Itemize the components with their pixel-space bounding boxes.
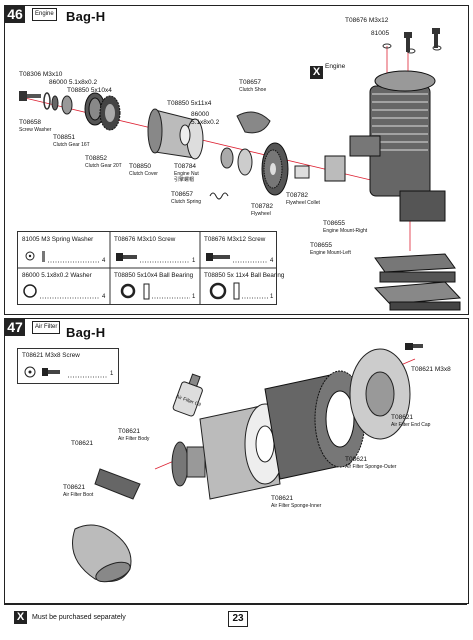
parts-grid (24, 366, 108, 378)
callout-t08782a-sub: Flywheel (251, 211, 271, 217)
callout-t08657a-sub: Clutch Shoe (239, 87, 267, 93)
step-number: 47 (5, 319, 25, 336)
callout-t08621-inner-sub: Air Filter Sponge-Inner (271, 503, 322, 509)
bag-label: Bag-H (66, 9, 106, 24)
oil-bottle-icon (172, 373, 203, 417)
part-86000-label: 86000 5.1x8x0.2 Washer (22, 272, 92, 279)
part-t08850-5x10x4-label: T08850 5x10x4 Ball Bearing (114, 272, 194, 279)
callout-t08621-inner: T08621 (271, 495, 294, 502)
callout-t08784-sub2: 引擎螺帽 (174, 177, 195, 183)
callout-t08658-sub: Screw Washer (19, 127, 52, 133)
callout-t08621-screw: T08621 M3x8 (411, 366, 451, 373)
callout-t08782a: T08782 (251, 203, 274, 210)
part-86000-qty: 4 (102, 294, 106, 300)
step-number: 46 (5, 6, 25, 23)
part-t08676-m3x10-label: T08676 M3x10 Screw (114, 236, 176, 243)
part-t08850-5x11x4-label: T08850 5x 11x4 Ball Bearing (204, 272, 285, 279)
parts-grid (18, 232, 276, 304)
callout-t08852-sub: Clutch Gear 20T (85, 163, 122, 169)
air-filter-boot-icon (72, 468, 141, 583)
callout-t08621-cap-sub: Air Filter End Cap (391, 422, 431, 428)
callout-t08851-sub: Clutch Gear 16T (53, 142, 90, 148)
part-t08850-5x11x4-qty: 1 (270, 294, 274, 300)
part-t08621-label: T08621 M3x8 Screw (22, 352, 80, 359)
callout-t08621-outer-sub: Air Filter Sponge-Outer (345, 464, 397, 470)
flywheel-icon (261, 142, 289, 196)
callout-t08850c: T08850 (129, 163, 152, 170)
callout-t08621-left: T08621 (71, 440, 94, 447)
air-filter-body-icon (171, 441, 206, 487)
parts-list-46: 81005 M3 Spring Washer 4 T08676 M3x10 Sc… (17, 231, 284, 305)
part-t08676-m3x12-label: T08676 M3x12 Screw (204, 236, 266, 243)
callout-t08621-boot: T08621 (63, 484, 86, 491)
part-t08850-5x10x4-qty: 1 (192, 294, 196, 300)
callout-t08657b: T08657 (171, 191, 194, 198)
end-cap-icon (349, 348, 411, 440)
part-81005-label: 81005 M3 Spring Washer (22, 236, 94, 243)
callout-t08306: T08306 M3x10 (19, 71, 63, 78)
screw-icon (405, 343, 423, 350)
page-number: 23 (228, 611, 248, 627)
callout-t08850b: T08850 5x11x4 (167, 100, 212, 107)
step-tag: Engine (32, 8, 57, 21)
bag-label: Bag-H (66, 325, 106, 340)
part-t08676-m3x10-qty: 1 (192, 258, 196, 264)
callout-t08784: T08784 (174, 163, 197, 170)
callout-t08657a: T08657 (239, 79, 262, 86)
callout-t08621-boot-sub: Air Filter Boot (63, 492, 94, 498)
callout-t08784-sub1: Engine Nut (174, 171, 199, 177)
engine-label: Engine (325, 63, 346, 70)
step-tag: Air Filter (32, 321, 61, 334)
callout-t08850a: T08850 5x10x4 (67, 87, 112, 94)
callout-t08655b: T08655 (310, 242, 333, 249)
screw-icon (19, 91, 41, 101)
callout-81005-top: 81005 (371, 30, 390, 37)
part-81005-qty: 4 (102, 258, 106, 264)
step-46-panel: 46 Engine Bag-H (4, 5, 469, 315)
callout-t08852: T08852 (85, 155, 108, 162)
callout-t08621-body: T08621 (118, 428, 141, 435)
callout-t08621-outer: T08621 (345, 456, 368, 463)
parts-list-47: T08621 M3x8 Screw 1 (17, 348, 119, 384)
engine-exploded-diagram (19, 28, 462, 311)
callout-t08655b-sub: Engine Mount-Left (310, 250, 351, 256)
callout-t08657b-sub: Clutch Spring (171, 199, 202, 205)
must-buy-mark: X (310, 66, 323, 79)
callout-t08658: T08658 (19, 119, 42, 126)
clutch-gear-icon (84, 92, 121, 131)
callout-86000b-1: 86000 (191, 111, 210, 118)
callout-86000a: 86000 5.1x8x0.2 (49, 79, 98, 86)
callout-t08621-cap: T08621 (391, 414, 414, 421)
part-t08676-m3x12-qty: 4 (270, 258, 274, 264)
part-t08621-qty: 1 (110, 371, 114, 377)
callout-t08676-top: T08676 M3x12 (345, 17, 389, 24)
engine-mount-icon (373, 253, 462, 311)
engine-icon (324, 70, 446, 222)
callout-t08850c-sub: Clutch Cover (129, 171, 158, 177)
callout-t08782b: T08782 (286, 192, 309, 199)
clutch-cover-icon (147, 108, 204, 160)
callout-86000b-2: 5.1x8x0.2 (191, 119, 220, 126)
footer-must-buy-mark: X (14, 611, 27, 624)
air-filter-exploded-diagram (72, 343, 423, 583)
footer: X Must be purchased separately (4, 604, 467, 635)
footer-note: Must be purchased separately (32, 614, 126, 621)
callout-t08655a-sub: Engine Mount-Right (323, 228, 368, 234)
callout-t08782b-sub: Flywheel Collet (286, 200, 320, 206)
callout-t08655a: T08655 (323, 220, 346, 227)
callout-t08621-body-sub: Air Filter Body (118, 436, 150, 442)
callout-t08851: T08851 (53, 134, 76, 141)
step-47-panel: 47 Air Filter Bag-H (4, 318, 469, 604)
